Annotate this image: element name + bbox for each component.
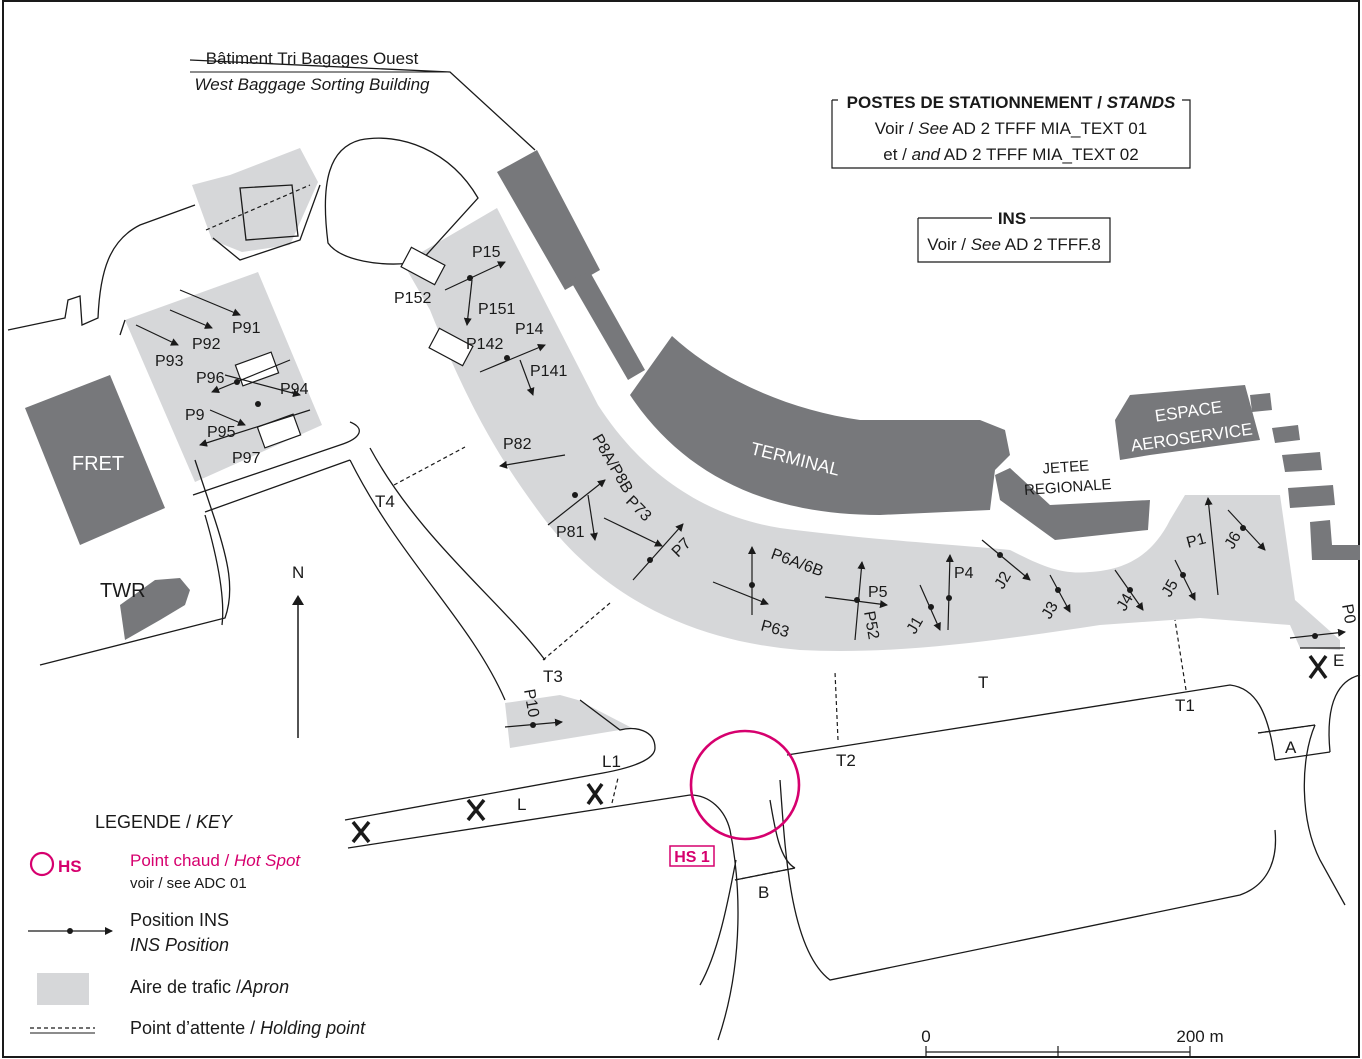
- stand-p142[interactable]: P142: [466, 336, 503, 353]
- jetee-label-1: JETEE: [1042, 457, 1090, 477]
- stand-p15[interactable]: P15: [472, 244, 501, 261]
- taxiway-e[interactable]: E: [1333, 651, 1344, 670]
- helipad-p152: [400, 246, 446, 286]
- stand-j1[interactable]: J1: [904, 614, 927, 637]
- taxiway-l1[interactable]: L1: [602, 752, 621, 771]
- hotspot-circle[interactable]: [689, 729, 801, 841]
- taxiway-l[interactable]: L: [517, 795, 526, 814]
- stand-p93[interactable]: P93: [155, 353, 184, 370]
- ins-arrows: [135, 261, 1346, 728]
- apron-main: [403, 208, 1340, 651]
- hotspot-label-box: [669, 845, 715, 867]
- jetee-label-2: REGIONALE: [1024, 476, 1113, 499]
- taxiway-a[interactable]: A: [1285, 738, 1297, 757]
- stand-p5[interactable]: P5: [868, 584, 888, 601]
- legend-ins-fr: Position INS: [130, 910, 229, 930]
- twr-building: [120, 578, 190, 640]
- helipads: [234, 246, 474, 449]
- stand-p94[interactable]: P94: [280, 381, 309, 398]
- taxiway-labels: T4 T3 T2 T1 T L L1 A B E: [375, 492, 1344, 902]
- stand-p4[interactable]: P4: [954, 565, 974, 582]
- legend-title: LEGENDE / KEY: [95, 812, 234, 832]
- holding-points: [205, 184, 1316, 881]
- taxiway-b[interactable]: B: [758, 883, 769, 902]
- apron-p10: [505, 695, 632, 748]
- stand-p63[interactable]: P63: [759, 617, 791, 641]
- stand-p96[interactable]: P96: [196, 370, 225, 387]
- stand-p1[interactable]: P1: [1185, 530, 1208, 552]
- scale-zero: 0: [921, 1027, 930, 1046]
- stand-p82[interactable]: P82: [503, 436, 532, 453]
- stand-j4[interactable]: J4: [1114, 591, 1137, 614]
- stand-p141[interactable]: P141: [530, 363, 567, 380]
- legend-hs-symbol: HS: [58, 857, 82, 876]
- stand-p95[interactable]: P95: [207, 424, 236, 441]
- legend-ins-en: INS Position: [130, 935, 229, 955]
- stand-p91[interactable]: P91: [232, 320, 261, 337]
- taxiway-t1[interactable]: T1: [1175, 696, 1195, 715]
- hotspot-label[interactable]: HS 1: [674, 849, 710, 866]
- stand-p9[interactable]: P9: [185, 407, 205, 424]
- stand-p152[interactable]: P152: [394, 290, 431, 307]
- terminal-building: [630, 336, 1010, 515]
- legend-hs-text: Point chaud / Hot Spot: [130, 851, 301, 870]
- jetee-regionale: [995, 468, 1150, 540]
- stand-p151[interactable]: P151: [478, 301, 515, 318]
- apron-north-small: [192, 148, 318, 252]
- taxiway-t4[interactable]: T4: [375, 492, 395, 511]
- closed-crosses: [351, 654, 1328, 844]
- west-baggage-en: West Baggage Sorting Building: [194, 75, 430, 94]
- ins-title: INS: [998, 209, 1026, 228]
- taxiway-t2[interactable]: T2: [836, 751, 856, 770]
- twr-label: TWR: [100, 580, 146, 602]
- stand-j2[interactable]: J2: [992, 569, 1015, 592]
- stands-title: POSTES DE STATIONNEMENT / STANDS: [847, 93, 1176, 112]
- stand-j5[interactable]: J5: [1159, 577, 1182, 600]
- small-block-1: [1272, 425, 1300, 443]
- small-block-2: [1282, 452, 1322, 472]
- stand-p92[interactable]: P92: [192, 336, 221, 353]
- scale-end: 200 m: [1176, 1027, 1223, 1046]
- stands-line1: Voir / See AD 2 TFFF MIA_TEXT 01: [875, 119, 1147, 138]
- connector-link: [570, 272, 645, 380]
- espace-aeroservice: [1115, 385, 1260, 460]
- legend-graphics: [28, 851, 113, 1034]
- small-block-3: [1288, 485, 1335, 508]
- legend-apron: Aire de trafic /Apron: [130, 977, 289, 997]
- stand-p14[interactable]: P14: [515, 321, 544, 338]
- legend-hs-ref: voir / see ADC 01: [130, 875, 247, 892]
- ins-dots: [234, 275, 1318, 728]
- taxiway-t3[interactable]: T3: [543, 667, 563, 686]
- west-baggage-fr: Bâtiment Tri Bagages Ouest: [206, 49, 419, 68]
- small-block-4: [1310, 520, 1360, 560]
- buildings: [25, 150, 1360, 640]
- stand-j6[interactable]: J6: [1222, 529, 1245, 552]
- north-label: N: [292, 563, 304, 582]
- fret-label: FRET: [72, 453, 124, 475]
- stand-p10[interactable]: P10: [520, 688, 542, 719]
- taxiway-t[interactable]: T: [978, 673, 988, 692]
- apron-areas: [125, 148, 1340, 748]
- stand-j3[interactable]: J3: [1039, 599, 1062, 622]
- small-block-5: [1250, 393, 1272, 412]
- stand-p81[interactable]: P81: [556, 524, 585, 541]
- stand-p52[interactable]: P52: [860, 610, 882, 641]
- stand-p0[interactable]: P0: [1338, 603, 1358, 625]
- ins-line: Voir / See AD 2 TFFF.8: [927, 235, 1101, 254]
- ins-box: [917, 217, 1111, 263]
- legend-hold: Point d’attente / Holding point: [130, 1018, 366, 1038]
- fret-building: [25, 375, 165, 545]
- scale-bar: [925, 1046, 1191, 1058]
- helipad-p142: [428, 327, 474, 367]
- stand-p97[interactable]: P97: [232, 450, 261, 467]
- stands-box: [831, 99, 1191, 169]
- stands-line2: et / and AD 2 TFFF MIA_TEXT 02: [883, 145, 1138, 164]
- west-baggage-building: [497, 150, 600, 290]
